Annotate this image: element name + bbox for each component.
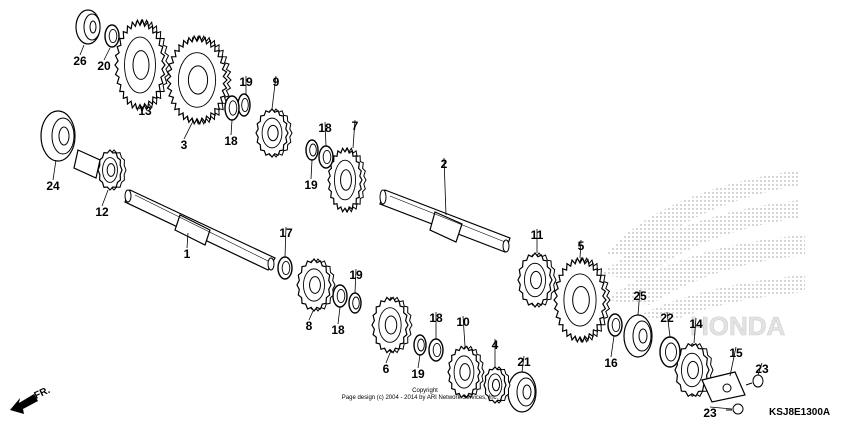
bearing-25 — [623, 314, 653, 358]
callout-10[interactable]: 10 — [456, 315, 470, 329]
copyright-line-2: Page design (c) 2004 - 2014 by ARI Netwo… — [342, 395, 499, 401]
gear-12-boss — [73, 149, 101, 179]
diagram-code: KSJ8E1300A — [769, 407, 830, 418]
callout-25[interactable]: 25 — [633, 289, 647, 303]
callout-26[interactable]: 26 — [73, 54, 87, 68]
front-direction-label: FR. — [33, 385, 52, 402]
ring-19-a — [237, 93, 251, 117]
callout-15[interactable]: 15 — [729, 346, 743, 360]
honda-wing-watermark: HONDA — [600, 170, 805, 341]
bolt-23-b — [726, 403, 744, 415]
callout-3[interactable]: 3 — [181, 138, 188, 152]
gear-4 — [483, 366, 511, 404]
countershaft — [379, 189, 511, 253]
ring-16 — [607, 313, 623, 337]
callout-12[interactable]: 12 — [95, 205, 109, 219]
callout-19a[interactable]: 19 — [239, 75, 253, 89]
ring-17 — [277, 256, 293, 280]
callout-14[interactable]: 14 — [689, 317, 703, 331]
bearing-21 — [507, 371, 537, 413]
callout-9[interactable]: 9 — [273, 75, 280, 89]
callout-21[interactable]: 21 — [517, 355, 531, 369]
gear-8 — [296, 258, 336, 312]
honda-brand-watermark: HONDA — [690, 311, 786, 341]
callout-7[interactable]: 7 — [352, 119, 359, 133]
front-direction-arrow: FR. — [10, 385, 52, 414]
callout-19c[interactable]: 19 — [349, 268, 363, 282]
ring-18-c — [332, 284, 348, 308]
callout-16[interactable]: 16 — [604, 356, 618, 370]
gear-3 — [166, 34, 232, 126]
mainshaft — [124, 189, 276, 271]
callout-17[interactable]: 17 — [279, 226, 293, 240]
fixing-plate-15 — [701, 371, 746, 403]
gear-11 — [517, 252, 557, 308]
ring-19-d — [413, 334, 427, 356]
callout-4[interactable]: 4 — [492, 338, 499, 352]
callout-22[interactable]: 22 — [660, 311, 674, 325]
callout-18c[interactable]: 18 — [331, 323, 345, 337]
callout-2[interactable]: 2 — [441, 157, 448, 171]
callout-19b[interactable]: 19 — [304, 178, 318, 192]
ring-18-b — [318, 145, 334, 169]
ring-22 — [659, 336, 681, 368]
ring-19-b — [305, 139, 319, 161]
callout-23b[interactable]: 23 — [703, 406, 717, 420]
callout-8[interactable]: 8 — [306, 319, 313, 333]
callout-18b[interactable]: 18 — [318, 121, 332, 135]
callout-6[interactable]: 6 — [383, 362, 390, 376]
callout-1[interactable]: 1 — [184, 247, 191, 261]
callout-18d[interactable]: 18 — [429, 311, 443, 325]
callout-20[interactable]: 20 — [97, 59, 111, 73]
callout-5[interactable]: 5 — [578, 239, 585, 253]
ring-19-c — [348, 292, 362, 314]
washer-20 — [104, 24, 120, 48]
gear-6 — [371, 296, 413, 354]
callout-19d[interactable]: 19 — [411, 367, 425, 381]
callout-11[interactable]: 11 — [531, 228, 544, 242]
gear-12 — [97, 149, 127, 191]
callout-18a[interactable]: 18 — [224, 134, 238, 148]
bearing-24 — [40, 110, 76, 162]
gear-9 — [255, 108, 293, 158]
leader-lines — [52, 44, 763, 410]
bolt-23-a — [745, 374, 764, 388]
ring-18-a — [224, 95, 240, 121]
gear-10 — [447, 345, 485, 399]
callout-24[interactable]: 24 — [46, 179, 60, 193]
gear-13 — [114, 18, 170, 112]
callout-23a[interactable]: 23 — [755, 362, 769, 376]
ring-18-d — [428, 338, 444, 362]
callout-13[interactable]: 13 — [138, 104, 152, 118]
gear-7 — [327, 147, 367, 213]
gear-5 — [553, 256, 611, 344]
copyright-line-1: Copyright — [412, 388, 438, 394]
bearing-26 — [75, 9, 101, 45]
